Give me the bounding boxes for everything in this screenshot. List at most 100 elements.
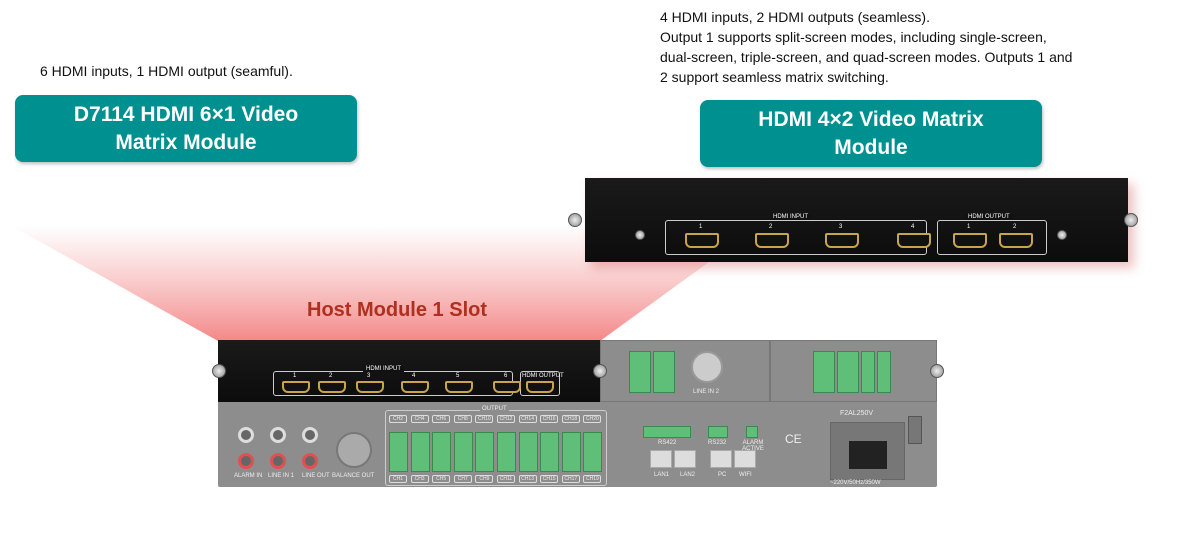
left-module-caption: 6 HDMI inputs, 1 HDMI output (seamful). — [40, 63, 293, 79]
power-inlet-icon[interactable] — [830, 422, 905, 480]
hdmi-output-port-icon[interactable] — [526, 381, 554, 393]
channel-label: CH20 — [583, 415, 602, 423]
port-number: 4 — [911, 224, 915, 230]
line-in-2-label: LINE IN 2 — [693, 389, 720, 395]
port-number: 1 — [699, 224, 703, 230]
channel-label: CH6 — [432, 415, 451, 423]
hdmi-input-port-icon[interactable] — [825, 233, 859, 248]
rs422-label: RS422 — [658, 440, 677, 446]
channel-label: CH16 — [540, 415, 559, 423]
thumbscrew-icon — [212, 364, 226, 378]
hdmi-output-group — [937, 220, 1047, 255]
terminal-block — [708, 426, 728, 438]
caption-line: Output 1 supports split-screen modes, in… — [660, 29, 1047, 45]
rca-jack-icon[interactable] — [270, 427, 286, 443]
host-module-title: Host Module 1 Slot — [307, 299, 487, 321]
alarm-active-label: ALARM ACTIVE — [742, 440, 764, 452]
rca-jack-icon[interactable] — [302, 427, 318, 443]
balance-out-label: BALANCE OUT — [332, 473, 375, 479]
power-rating-label: ~220V/50Hz/350W — [830, 480, 881, 486]
port-number: 3 — [367, 373, 371, 379]
terminal-block — [837, 351, 859, 393]
port-number: 6 — [504, 373, 508, 379]
rca-jack-icon[interactable] — [270, 453, 286, 469]
xlr-input-icon[interactable] — [691, 351, 723, 383]
channel-label: CH3 — [410, 475, 429, 483]
rca-jack-icon[interactable] — [238, 453, 254, 469]
hdmi-input-port-icon[interactable] — [685, 233, 719, 248]
terminal-block — [746, 426, 758, 438]
ce-mark-icon: CE — [785, 432, 802, 446]
hdmi-output-port-icon[interactable] — [999, 233, 1033, 248]
terminal-block — [453, 432, 473, 472]
terminal-block — [540, 432, 560, 472]
caption-line: dual-screen, triple-screen, and quad-scr… — [660, 49, 1073, 65]
port-number: 1 — [967, 224, 971, 230]
ground-terminal-icon — [908, 416, 922, 444]
hdmi-input-port-icon[interactable] — [356, 381, 384, 393]
hdmi-input-port-icon[interactable] — [318, 381, 346, 393]
hdmi-input-port-icon[interactable] — [493, 381, 521, 393]
rca-jack-icon[interactable] — [302, 453, 318, 469]
hdmi-input-port-icon[interactable] — [401, 381, 429, 393]
caption-line: 4 HDMI inputs, 2 HDMI outputs (seamless)… — [660, 9, 930, 25]
terminal-block — [583, 432, 603, 472]
hdmi-input-label: HDMI INPUT — [770, 214, 811, 220]
hdmi-output-label: HDMI OUTPUT — [965, 214, 1013, 220]
thumbscrew-icon — [1124, 213, 1138, 227]
terminal-block — [813, 351, 835, 393]
ethernet-port-icon[interactable] — [710, 450, 732, 468]
channel-label: CH11 — [497, 475, 515, 483]
terminal-block — [561, 432, 581, 472]
caption-line: 2 support seamless matrix switching. — [660, 69, 889, 85]
thumbscrew-icon — [930, 364, 944, 378]
alarm-in-label: ALARM IN — [234, 473, 263, 479]
ethernet-port-icon[interactable] — [734, 450, 756, 468]
hdmi-output-label: HDMI OUTPUT — [522, 373, 564, 379]
right-module-caption: 4 HDMI inputs, 2 HDMI outputs (seamless)… — [660, 7, 1072, 87]
channel-label: CH18 — [561, 415, 580, 423]
port-number: 1 — [293, 373, 297, 379]
channel-label: CH9 — [475, 475, 494, 483]
terminal-block — [518, 432, 538, 472]
right-module-title: HDMI 4×2 Video Matrix Module — [700, 100, 1042, 167]
terminal-block — [389, 432, 408, 472]
ethernet-port-icon[interactable] — [674, 450, 696, 468]
port-number: 2 — [329, 373, 333, 379]
line-out-label: LINE OUT — [302, 473, 330, 479]
output-label: OUTPUT — [480, 406, 509, 412]
terminal-block — [653, 351, 675, 393]
channel-label: CH17 — [561, 475, 580, 483]
screw-icon — [1057, 230, 1067, 240]
hdmi-input-port-icon[interactable] — [755, 233, 789, 248]
hdmi-input-port-icon[interactable] — [445, 381, 473, 393]
hdmi-output-port-icon[interactable] — [953, 233, 987, 248]
pc-label: PC — [718, 472, 727, 478]
channel-label: CH5 — [432, 475, 451, 483]
ethernet-port-icon[interactable] — [650, 450, 672, 468]
terminal-block — [877, 351, 891, 393]
channel-label: CH14 — [518, 415, 537, 423]
channel-label: CH13 — [518, 475, 537, 483]
wifi-label: WIFI — [739, 472, 752, 478]
rca-jack-icon[interactable] — [238, 427, 254, 443]
terminal-block — [629, 351, 651, 393]
hdmi-input-port-icon[interactable] — [282, 381, 310, 393]
audio-module: LINE IN 2 — [600, 340, 770, 402]
channel-label: CH15 — [540, 475, 559, 483]
terminal-block — [643, 426, 691, 438]
channel-label: CH8 — [453, 415, 472, 423]
hdmi-input-port-icon[interactable] — [897, 233, 931, 248]
screw-icon — [635, 230, 645, 240]
channel-label: CH12 — [497, 415, 515, 423]
terminal-block — [475, 432, 495, 472]
port-number: 2 — [769, 224, 773, 230]
port-number: 4 — [412, 373, 416, 379]
channel-label: CH2 — [389, 415, 407, 423]
thumbscrew-icon — [568, 213, 582, 227]
fuse-label: F2AL250V — [840, 410, 874, 417]
xlr-output-icon[interactable] — [336, 432, 372, 468]
